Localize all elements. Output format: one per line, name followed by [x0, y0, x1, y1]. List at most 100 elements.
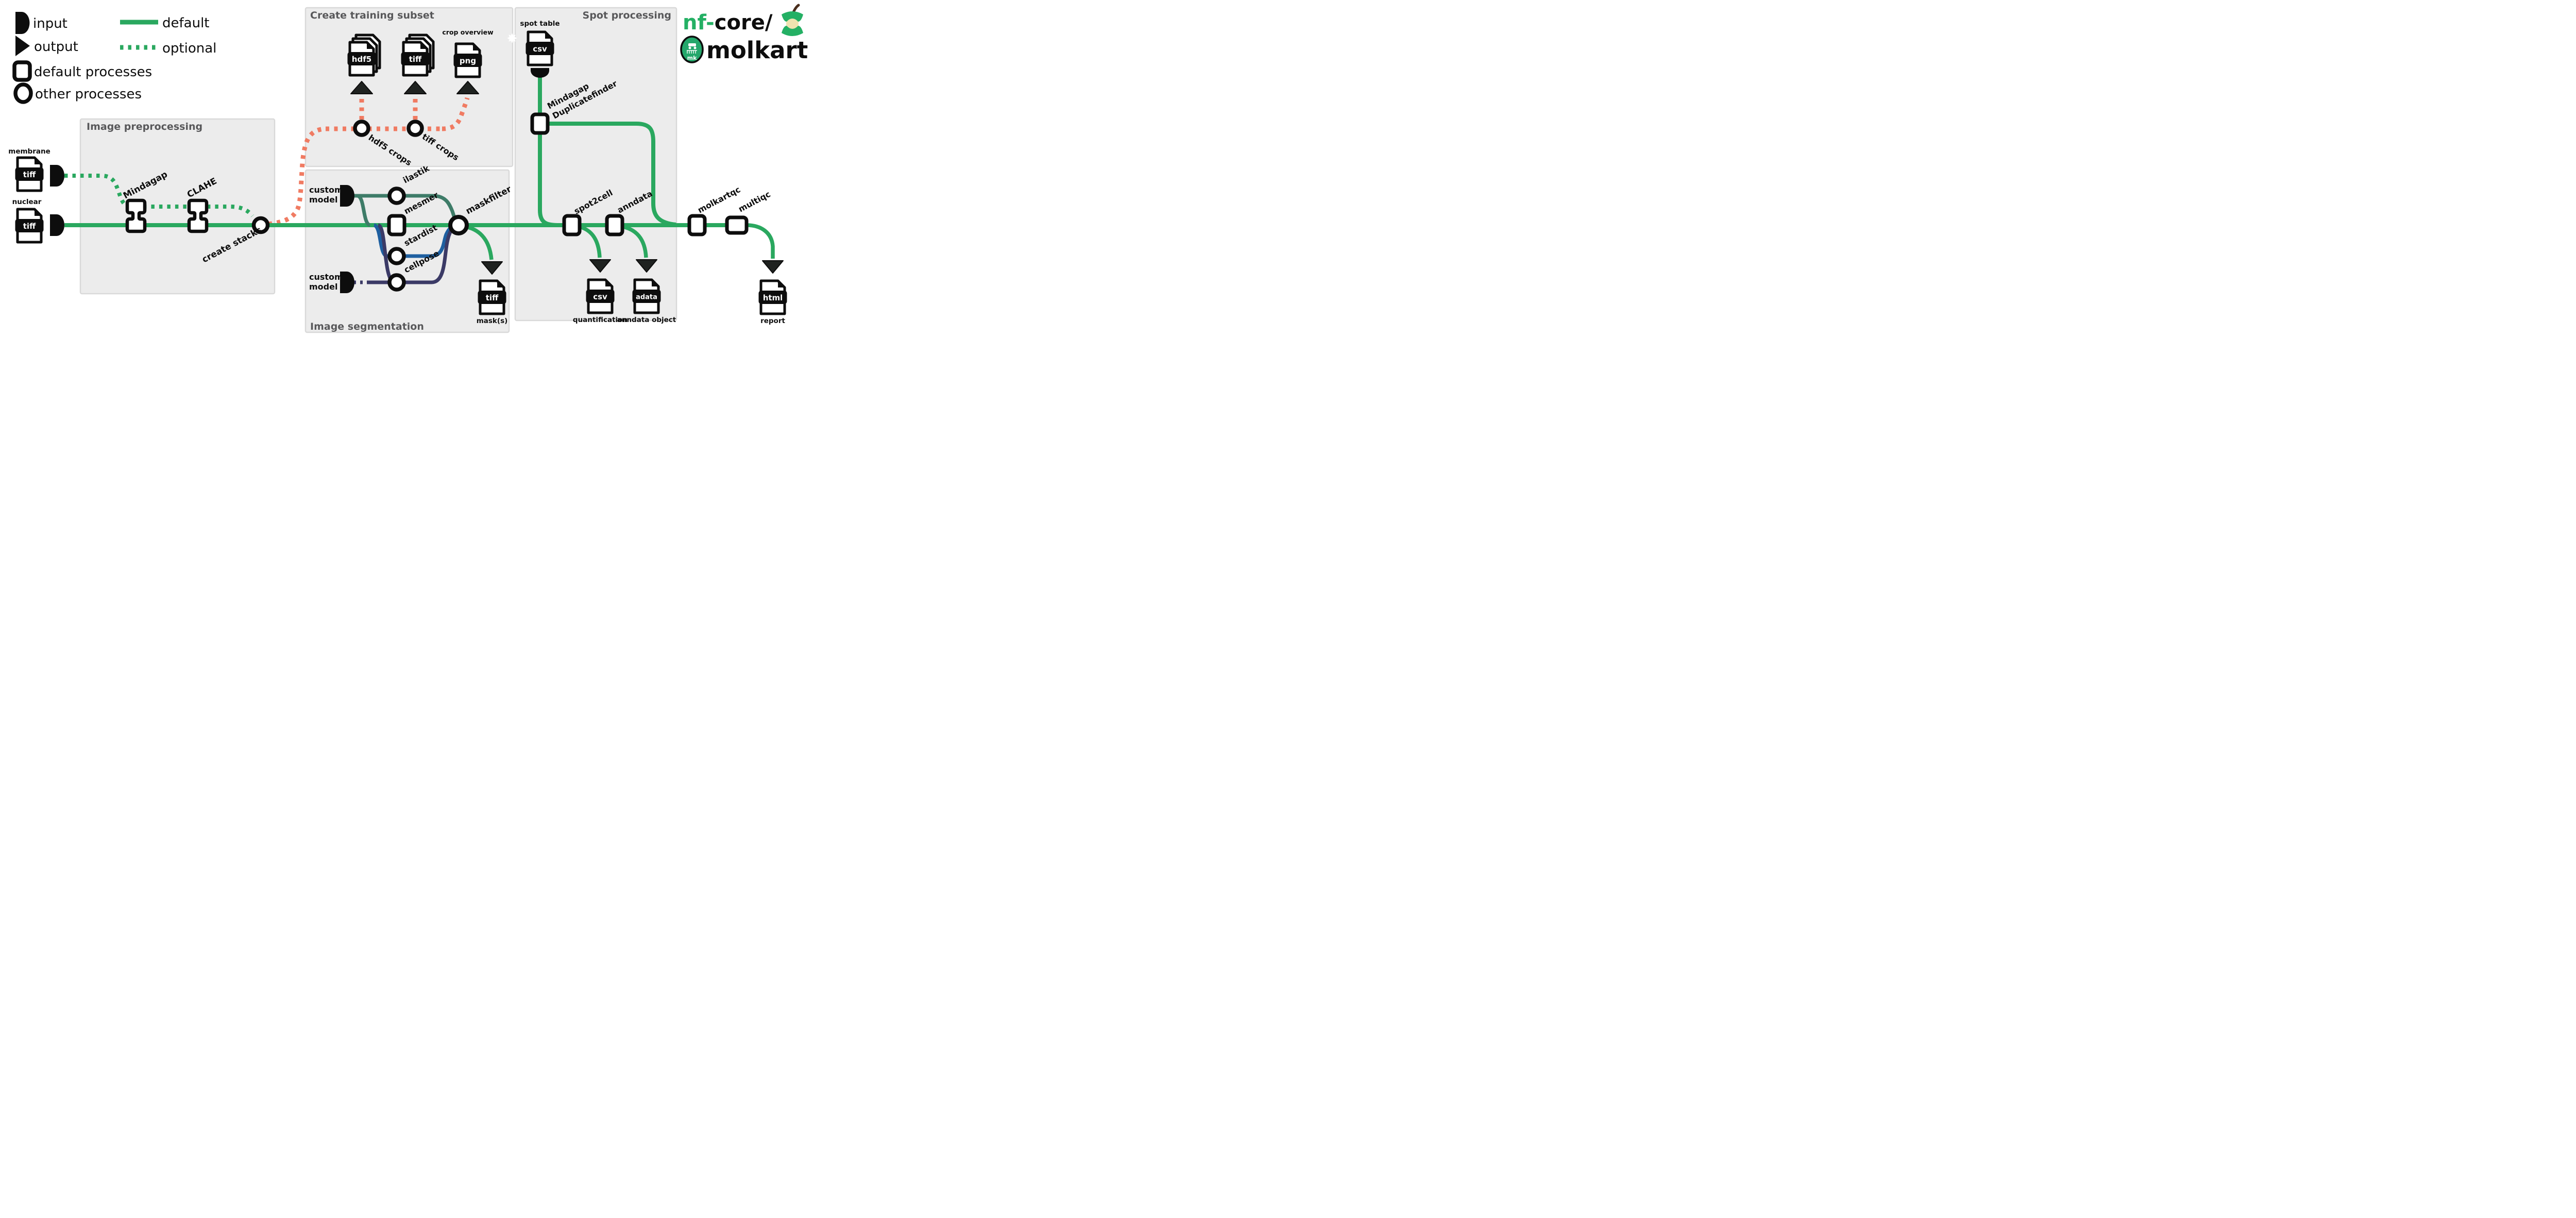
file-icon-adata: adata: [632, 278, 661, 314]
title-image-segmentation: Image segmentation: [310, 321, 424, 332]
logo-core: core/: [715, 11, 773, 35]
title-image-preprocessing: Image preprocessing: [87, 121, 202, 132]
logo-text-molkart: molkart: [706, 37, 808, 64]
file-icon-hdf5-stack: hdf5: [347, 33, 381, 77]
node-mesmer[interactable]: [387, 214, 406, 236]
node-cellpose[interactable]: [387, 273, 406, 292]
file-icon-quantification-csv: csv: [586, 278, 615, 314]
output-arrows: [350, 81, 784, 275]
output-arrow-report: [762, 260, 784, 274]
badge-kart-wheel2: [693, 46, 697, 49]
section-spot-processing: [514, 7, 677, 322]
node-hdf5-crops[interactable]: [353, 120, 370, 137]
file-icon-html-report: html: [758, 279, 787, 315]
adata-format: adata: [636, 294, 657, 301]
title-create-training-subset: Create training subset: [310, 10, 434, 21]
format-band: [758, 291, 787, 304]
multiqc-to-html: [746, 223, 775, 259]
file-icon-png: png: [453, 42, 482, 78]
badge-mk-text: mk: [687, 55, 697, 61]
fold-shape: [367, 42, 374, 49]
file-icon-mask-tiff: tiff: [478, 279, 506, 315]
badge-kart-wheel1: [688, 46, 691, 49]
output-arrow-hdf5: [350, 81, 373, 94]
label-membrane: membrane: [8, 147, 50, 156]
format-band: [526, 42, 554, 55]
label-mask: mask(s): [477, 317, 508, 325]
legend-input-label: input: [33, 16, 67, 31]
output-arrow-tiff: [404, 81, 427, 94]
legend-default-processes-label: default processes: [34, 64, 152, 80]
fold-shape: [652, 280, 658, 286]
logo-text-line1: nf-core/: [683, 11, 773, 35]
section-image-segmentation: [304, 169, 510, 333]
node-ilastik[interactable]: [387, 187, 406, 205]
pipeline-svg: tiff tiff hdf5 tiff png csv: [8, 4, 808, 333]
label-multiqc: multiqc: [737, 189, 772, 214]
fold-shape: [545, 32, 552, 39]
fold-shape: [420, 42, 427, 49]
output-icon: [15, 36, 30, 56]
badge-comb: [687, 50, 697, 54]
legend-output-label: output: [34, 39, 78, 55]
spot-table-format: csv: [533, 44, 547, 54]
fold-shape: [778, 281, 785, 287]
label-custom-model-top-2: model: [309, 195, 337, 205]
badge-circle: [680, 36, 704, 63]
fold-shape: [35, 209, 41, 216]
node-create-stacks[interactable]: [251, 216, 270, 234]
node-maskfilter[interactable]: [448, 215, 469, 235]
input-connector-spot-table: [531, 68, 549, 78]
label-crop-overview: crop overview: [442, 28, 494, 36]
file-icon-nuclear-tiff: tiff: [15, 208, 44, 244]
duplicatefinder-down-branch: [538, 132, 558, 227]
format-band: [15, 219, 44, 232]
label-report: report: [760, 317, 785, 325]
molkart-pipeline-diagram: tiff tiff hdf5 tiff png csv: [0, 0, 808, 340]
badge-kart-body: [688, 43, 696, 46]
title-spot-processing: Spot processing: [583, 10, 671, 21]
node-mindagap[interactable]: [125, 198, 147, 233]
anndata-to-adata: [620, 224, 648, 258]
mk-badge-icon: mk: [507, 33, 704, 63]
nfcore-molkart-logo: nf-core/ mk molkart: [507, 4, 808, 64]
duplicatefinder-right-branch: [548, 122, 676, 227]
node-molkartqc[interactable]: [687, 214, 707, 236]
fold-shape: [35, 158, 41, 164]
node-stardist[interactable]: [387, 247, 406, 265]
format-band: [632, 290, 661, 303]
node-spot2cell[interactable]: [562, 214, 582, 236]
label-anndata-object: anndata object: [617, 316, 676, 324]
tiff-crops-format: tiff: [409, 55, 422, 64]
format-band: [15, 167, 44, 181]
optional-line-membrane: [64, 174, 255, 217]
output-arrow-quantification: [589, 259, 611, 273]
apple-top: [782, 11, 803, 22]
quantification-format: csv: [593, 292, 607, 301]
fold-shape: [605, 280, 612, 286]
input-connector-membrane: [50, 165, 64, 187]
report-format: html: [763, 293, 783, 302]
label-custom-model-bottom-1: custom: [309, 272, 343, 282]
output-arrow-mask: [481, 261, 503, 275]
node-duplicatefinder[interactable]: [530, 112, 550, 135]
node-multiqc[interactable]: [725, 215, 749, 235]
ilastik-branch: [357, 194, 371, 227]
format-band: [586, 290, 615, 303]
badge-star: [507, 33, 517, 43]
label-nuclear: nuclear: [12, 198, 42, 206]
process-nodes: [125, 112, 749, 292]
file-icon-membrane-tiff: tiff: [15, 156, 44, 192]
node-tiff-crops[interactable]: [406, 120, 424, 137]
apple-bottom: [782, 26, 803, 36]
format-band: [347, 52, 376, 65]
input-connector-custom-model-bottom: [340, 272, 354, 293]
fold-shape: [497, 281, 504, 287]
node-anndata[interactable]: [605, 214, 624, 236]
file-icon-spot-table-csv: csv: [526, 30, 554, 66]
format-band: [478, 291, 506, 304]
default-process-icon: [12, 60, 32, 82]
node-clahe[interactable]: [187, 198, 209, 233]
legend-default-label: default: [162, 15, 209, 31]
mask-format: tiff: [486, 293, 499, 302]
